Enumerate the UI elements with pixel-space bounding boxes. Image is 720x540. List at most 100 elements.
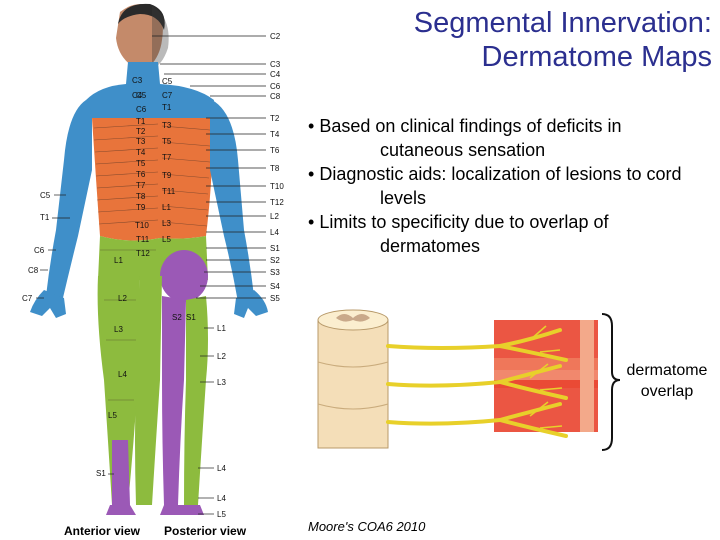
level-label: T2 bbox=[270, 114, 280, 123]
right-leader-lines bbox=[152, 35, 266, 515]
level-label: T5 bbox=[136, 159, 146, 168]
gray-matter bbox=[336, 314, 370, 322]
level-label: C5 bbox=[162, 77, 173, 86]
level-label: C2 bbox=[270, 32, 281, 41]
bullet-item: • Limits to specificity due to overlap o… bbox=[308, 210, 708, 258]
right-arm bbox=[210, 100, 254, 302]
right-foot bbox=[160, 505, 204, 515]
overlap-label-line-2: overlap bbox=[640, 383, 694, 400]
dermatome-boundaries bbox=[93, 123, 211, 401]
level-label: L4 bbox=[217, 494, 226, 503]
level-label: T10 bbox=[135, 221, 149, 230]
nerve-branches bbox=[529, 325, 563, 429]
bullet-dot: • bbox=[308, 116, 315, 136]
right-hand bbox=[234, 290, 268, 318]
level-label: C6 bbox=[270, 82, 281, 91]
dermatome-overlap-diagram bbox=[317, 309, 621, 451]
bullet-dot: • bbox=[308, 212, 315, 232]
level-label: T3 bbox=[162, 121, 172, 130]
level-label: T7 bbox=[162, 153, 172, 162]
level-label: T8 bbox=[270, 164, 280, 173]
neck bbox=[126, 62, 160, 84]
level-label: L2 bbox=[118, 294, 127, 303]
level-label: L3 bbox=[162, 219, 171, 228]
level-label: C5 bbox=[136, 91, 147, 100]
anterior-level-labels: C5C6T1T2T3T4T5T6T7T8T9T10T11T12L1L2L3L4L… bbox=[96, 91, 150, 478]
level-label: T6 bbox=[270, 146, 280, 155]
level-label: L3 bbox=[217, 378, 226, 387]
level-label: S1 bbox=[96, 469, 106, 478]
credit-text: Moore's COA6 2010 bbox=[308, 519, 426, 534]
level-label: L5 bbox=[162, 235, 171, 244]
title-line-1: Segmental Innervation: bbox=[413, 7, 712, 39]
level-label: S2 bbox=[172, 313, 182, 322]
level-label: T6 bbox=[136, 170, 146, 179]
upper-trunk bbox=[86, 84, 214, 118]
level-label: L1 bbox=[114, 256, 123, 265]
overlap-label-line-1: dermatome bbox=[626, 362, 708, 379]
level-label: C3 bbox=[132, 76, 143, 85]
level-label: T9 bbox=[162, 171, 172, 180]
title-line-2: Dermatome Maps bbox=[481, 41, 712, 73]
anterior-right-leg bbox=[135, 276, 162, 505]
thoracic-back bbox=[160, 118, 213, 239]
level-label: T1 bbox=[136, 117, 146, 126]
left-hand bbox=[30, 290, 66, 318]
level-label: S2 bbox=[270, 256, 280, 265]
level-label: L4 bbox=[118, 370, 127, 379]
level-label: T11 bbox=[162, 187, 176, 196]
posterior-view-label: Posterior view bbox=[164, 524, 247, 538]
anterior-foot-sacral bbox=[112, 440, 130, 505]
level-label: T5 bbox=[162, 137, 172, 146]
bullet-dot: • bbox=[308, 164, 315, 184]
level-label: S3 bbox=[270, 268, 280, 277]
head-back bbox=[152, 6, 169, 68]
level-label: L5 bbox=[217, 510, 226, 519]
level-label: C7 bbox=[22, 294, 33, 303]
level-label: S1 bbox=[270, 244, 280, 253]
bullet-item: • Based on clinical findings of deficits… bbox=[308, 114, 708, 162]
level-label: L1 bbox=[162, 203, 171, 212]
level-label: L3 bbox=[114, 325, 123, 334]
level-label: T1 bbox=[162, 103, 172, 112]
level-label: S4 bbox=[270, 282, 280, 291]
lumbar-lower-trunk bbox=[98, 236, 160, 280]
bullet-list: • Based on clinical findings of deficits… bbox=[308, 114, 708, 258]
level-label: T7 bbox=[136, 181, 146, 190]
level-label: C8 bbox=[270, 92, 281, 101]
level-label: T1 bbox=[40, 213, 50, 222]
level-label: T8 bbox=[136, 192, 146, 201]
spinal-cord-segment bbox=[317, 319, 389, 449]
left-foot bbox=[106, 505, 136, 515]
level-label: T10 bbox=[270, 182, 284, 191]
skin-edge bbox=[580, 320, 594, 432]
level-label: T4 bbox=[136, 148, 146, 157]
level-label: C8 bbox=[28, 266, 39, 275]
level-label: S5 bbox=[270, 294, 280, 303]
level-label: C3 bbox=[270, 60, 281, 69]
left-arm bbox=[46, 100, 92, 302]
bullet-text: Limits to specificity due to overlap of … bbox=[319, 212, 609, 256]
left-leader-lines bbox=[36, 194, 114, 475]
level-label: L2 bbox=[270, 212, 279, 221]
level-label: L4 bbox=[270, 228, 279, 237]
level-label: C4 bbox=[270, 70, 281, 79]
thoracic-trunk bbox=[92, 118, 160, 241]
right-level-labels: C2C3C4C6C8T2T4T6T8T10T12L2L4S1S2S3S4S5L1… bbox=[217, 32, 284, 519]
anterior-left-leg bbox=[97, 276, 140, 505]
level-label: L5 bbox=[108, 411, 117, 420]
level-label: T12 bbox=[136, 249, 150, 258]
level-label: T12 bbox=[270, 198, 284, 207]
level-label: L1 bbox=[217, 324, 226, 333]
level-label: T4 bbox=[270, 130, 280, 139]
hair bbox=[118, 3, 165, 30]
dermatome-overlap-label: dermatome overlap bbox=[612, 360, 720, 402]
level-label: T9 bbox=[136, 203, 146, 212]
bullet-text: Based on clinical findings of deficits i… bbox=[319, 116, 622, 160]
bullet-item: • Diagnostic aids: localization of lesio… bbox=[308, 162, 708, 210]
level-label: L2 bbox=[217, 352, 226, 361]
level-label: T3 bbox=[136, 137, 146, 146]
